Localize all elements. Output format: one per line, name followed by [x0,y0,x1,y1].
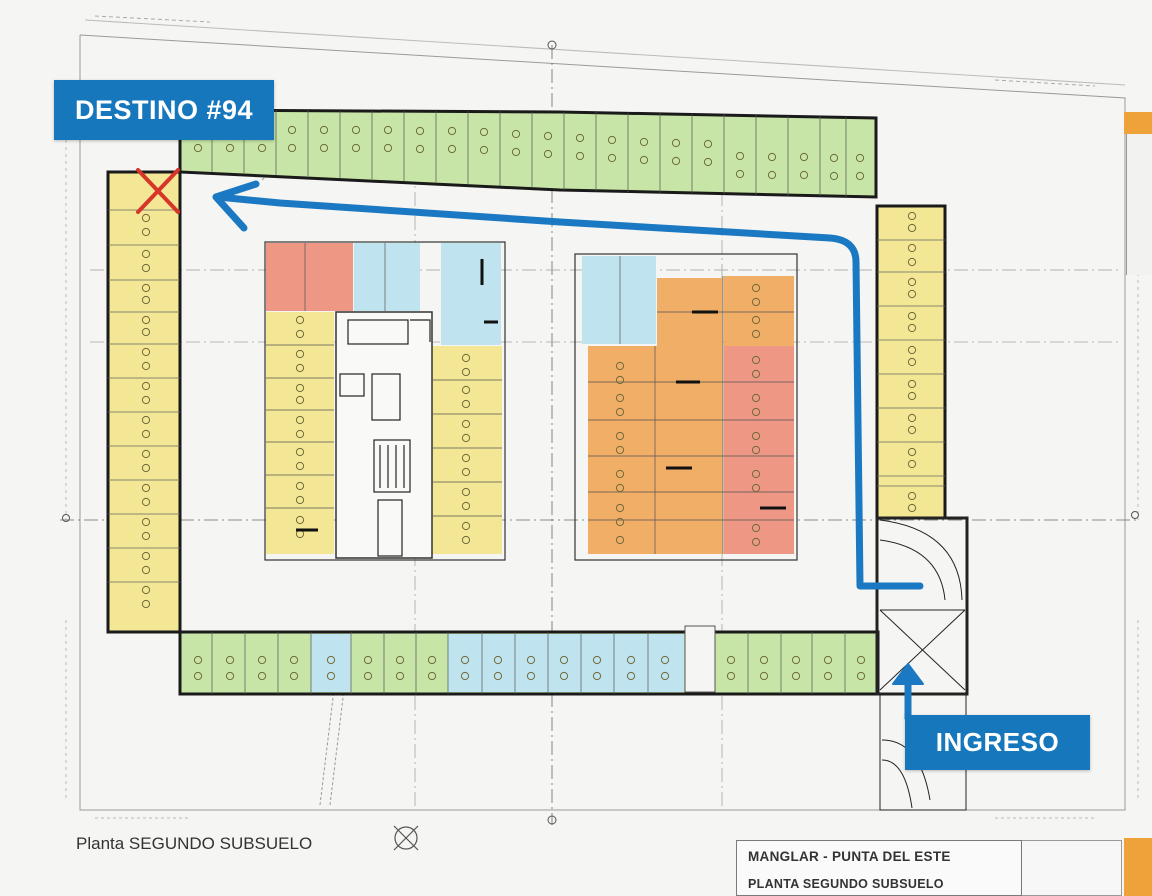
brand-mark [1124,838,1152,896]
arrow-up-icon [892,663,924,722]
left-central-block [264,241,506,561]
route-path [212,180,924,590]
bottom-parking-row [178,625,880,696]
x-mark-icon [136,168,180,214]
plan-caption: Planta SEGUNDO SUBSUELO [76,834,313,853]
sheet-name: PLANTA SEGUNDO SUBSUELO [748,877,944,891]
side-tab-mark [1124,112,1152,134]
side-tab [1126,120,1152,275]
left-parking-column [106,170,182,634]
right-parking-column [875,204,947,520]
entry-label: INGRESO [905,715,1090,770]
title-block-side [1022,840,1122,896]
destination-label: DESTINO #94 [54,80,274,140]
right-central-block [296,253,798,561]
title-block: MANGLAR - PUNTA DEL ESTE PLANTA SEGUNDO … [736,840,1022,896]
project-name: MANGLAR - PUNTA DEL ESTE [748,849,951,864]
drawing-frame [65,15,1139,819]
north-arrow-icon [393,825,419,851]
axis-markers [62,40,1139,825]
arrow-left-icon [212,180,260,232]
top-parking-row [178,108,878,199]
